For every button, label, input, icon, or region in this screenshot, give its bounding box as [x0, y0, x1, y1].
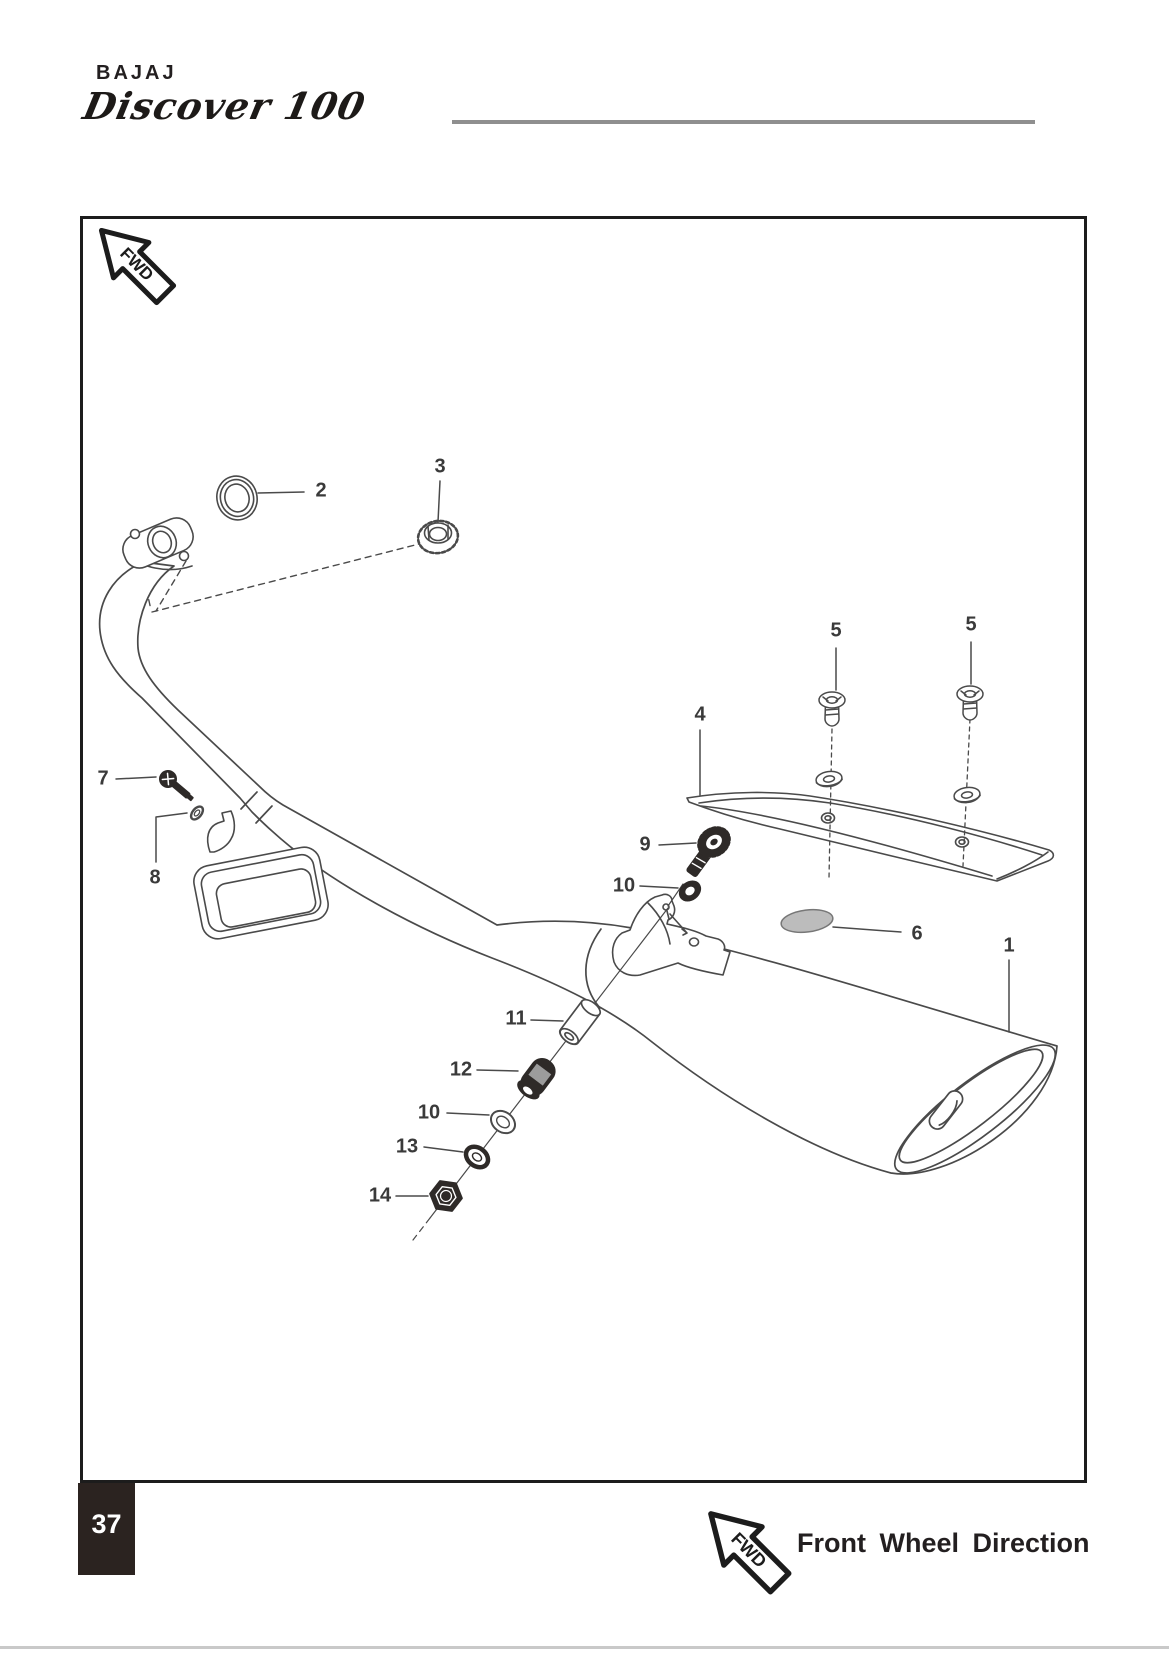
- diagram-frame: [80, 216, 1087, 1483]
- part-callout-1: 1: [1003, 934, 1015, 957]
- fwd-icon-top: FWD: [98, 227, 177, 306]
- part-callout-9: 9: [639, 833, 651, 856]
- part-callout-7: 7: [97, 767, 109, 790]
- callout-leader-lines: [115, 480, 1010, 1197]
- pipe-flange: [122, 517, 194, 571]
- front-wheel-direction-label: Front Wheel Direction: [797, 1528, 1090, 1558]
- screw-5b: [956, 685, 984, 721]
- bolt-9-head: [697, 826, 731, 858]
- part-callout-10a: 10: [612, 874, 636, 897]
- washer-5a: [814, 769, 844, 789]
- part-callout-10b: 10: [417, 1101, 441, 1124]
- page-bottom-rule: [0, 1646, 1169, 1649]
- part-callout-5a: 5: [830, 619, 842, 642]
- fwd-icon-footer: FWD: [708, 1511, 792, 1595]
- part-callout-3: 3: [434, 455, 446, 478]
- rubber-cap: [780, 908, 834, 934]
- part-callout-13: 13: [395, 1135, 419, 1158]
- washer-5b: [952, 785, 982, 805]
- spacer-11: [558, 998, 602, 1046]
- page-number: 37: [91, 1508, 122, 1539]
- brand-logo: BAJAJ: [96, 62, 177, 84]
- page-number-box: 37: [78, 1483, 135, 1575]
- part-callout-2: 2: [315, 479, 327, 502]
- part-callout-14: 14: [368, 1184, 392, 1207]
- flange-nut: [416, 519, 460, 555]
- heat-shield: [686, 791, 1055, 882]
- washer-13: [463, 1144, 491, 1170]
- muffler-bracket: [611, 893, 731, 977]
- part-callout-6: 6: [911, 922, 923, 945]
- bush-12: [517, 1058, 556, 1100]
- part-callout-5b: 5: [965, 613, 977, 636]
- part-callout-12: 12: [449, 1058, 473, 1081]
- part-callout-11: 11: [505, 1007, 527, 1030]
- part-callout-4: 4: [694, 703, 706, 726]
- part-callout-8: 8: [149, 866, 161, 889]
- screw-5a: [818, 691, 846, 727]
- washer-10-upper: [678, 880, 702, 902]
- muffler-body: [98, 561, 1058, 1175]
- washer-10-lower: [489, 1109, 517, 1135]
- bolt-7: [159, 770, 194, 802]
- washer-8: [189, 805, 205, 821]
- gasket-ring: [216, 475, 258, 521]
- header-divider: [452, 120, 1035, 124]
- pipe-shield-plate: [193, 810, 329, 940]
- nut-14: [429, 1180, 463, 1212]
- mounting-axis-dash: [412, 1217, 431, 1241]
